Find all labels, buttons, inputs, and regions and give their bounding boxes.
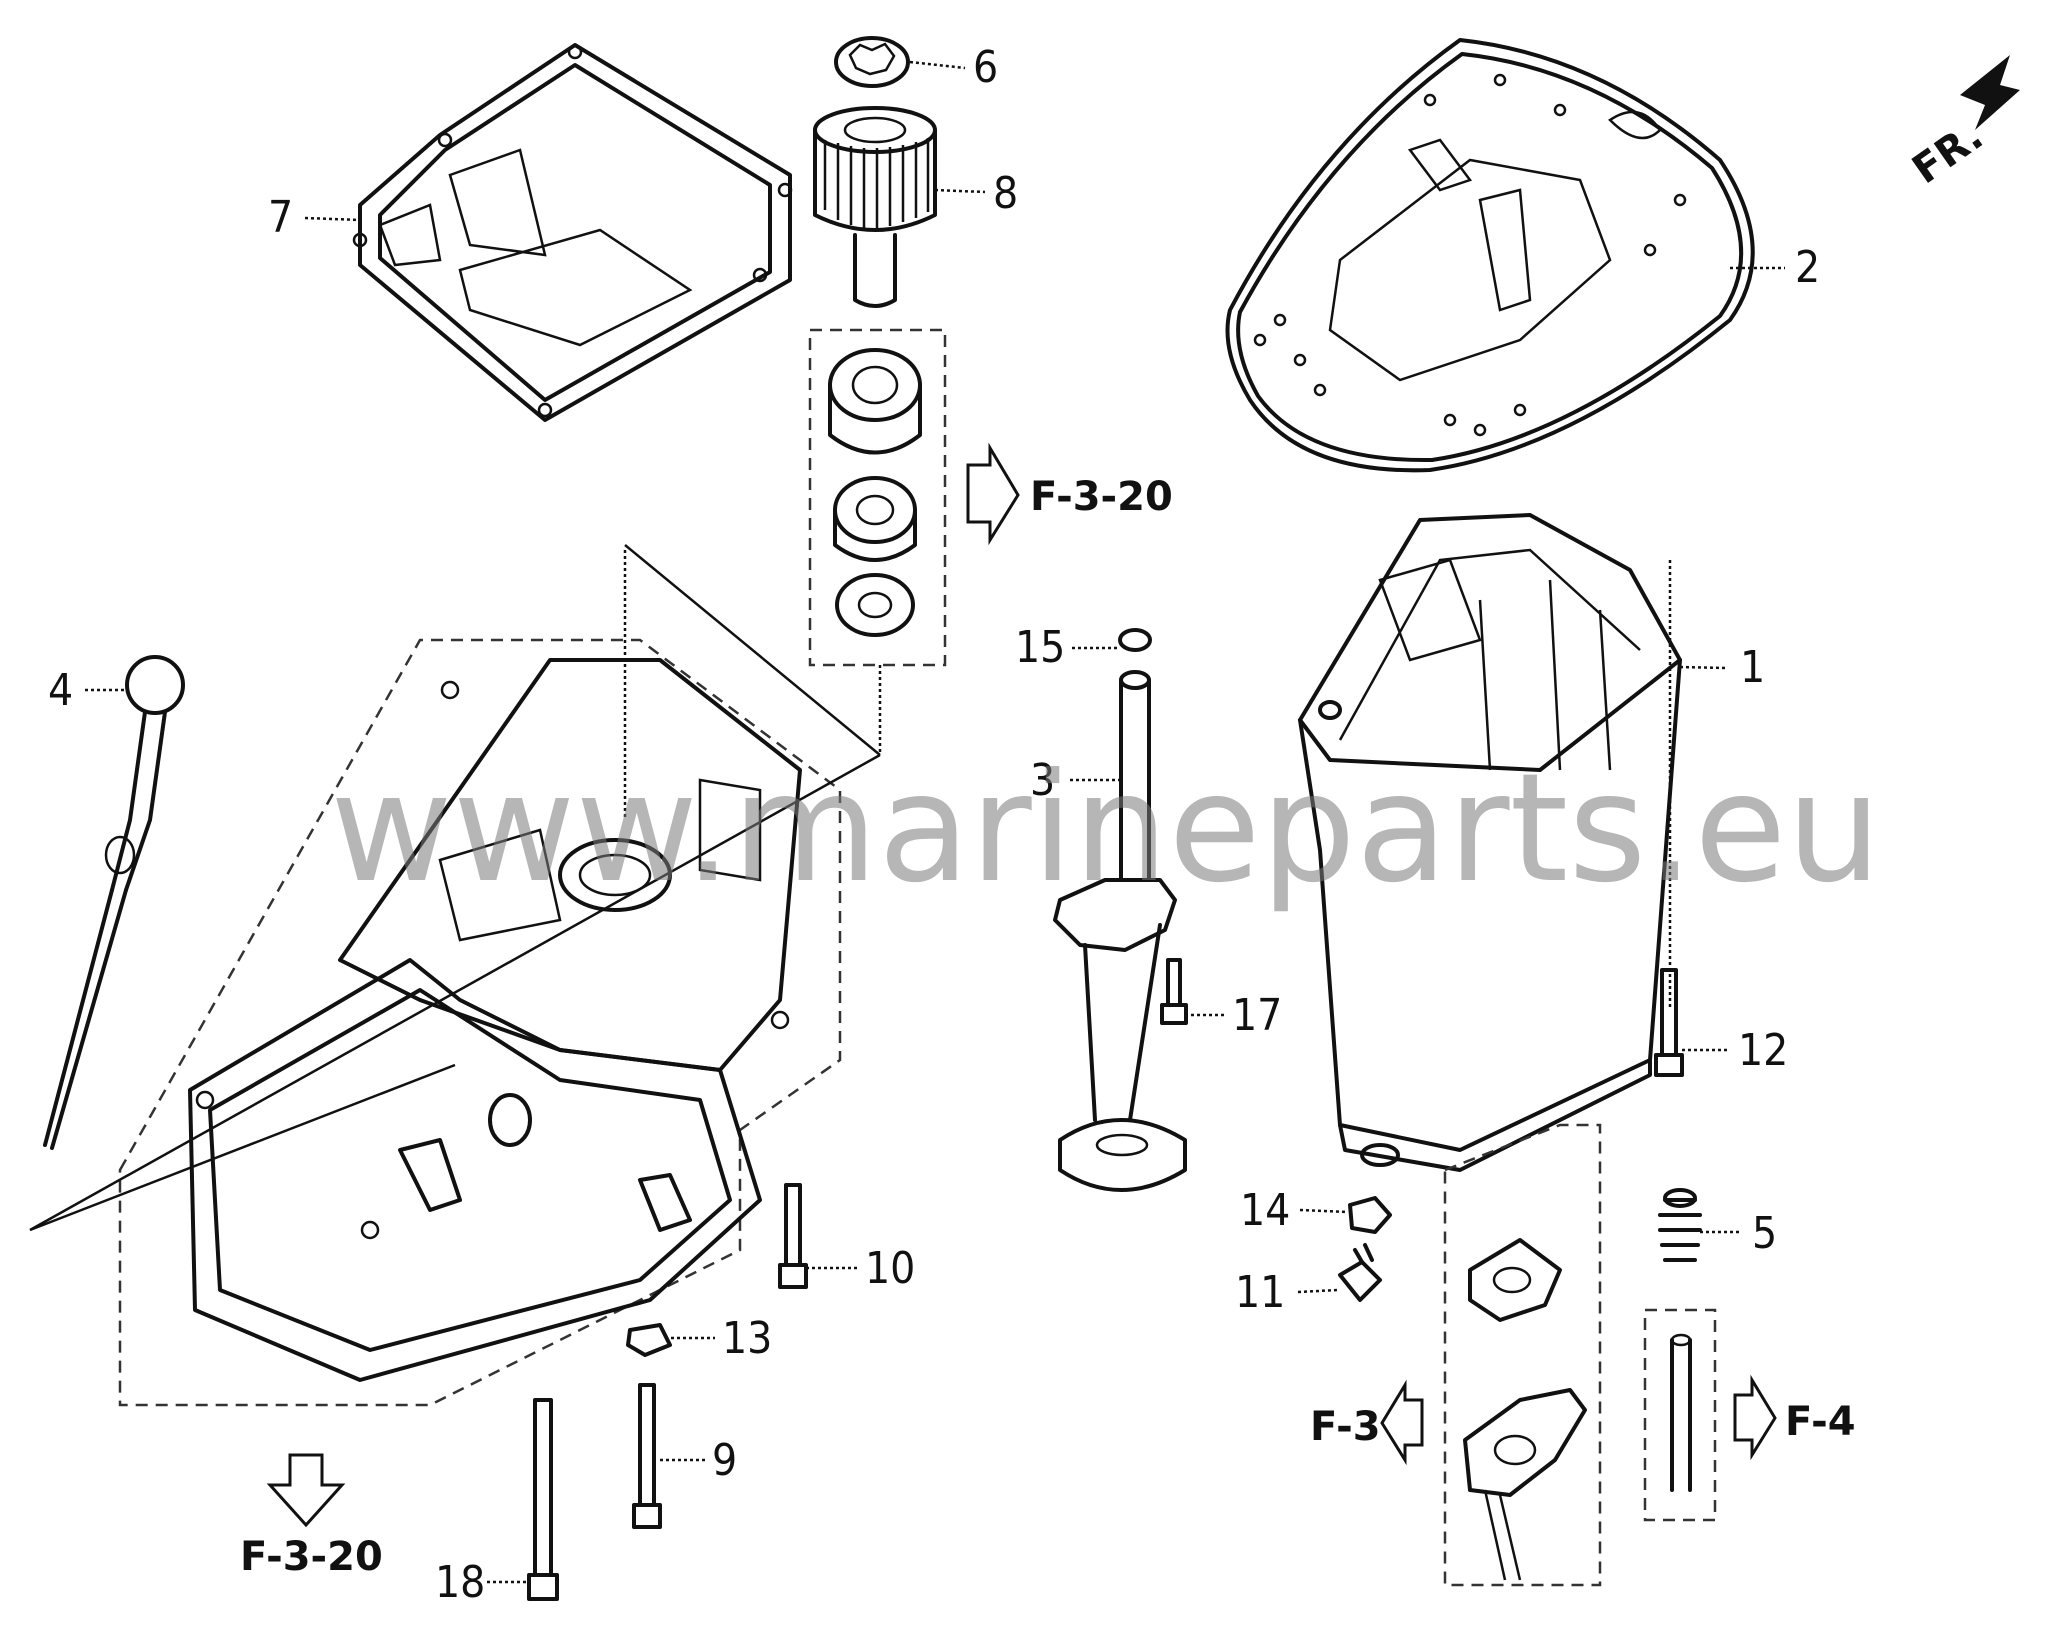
callout-11: 11 bbox=[1235, 1267, 1285, 1318]
part-10-bolt bbox=[778, 1183, 808, 1289]
part-4-dipstick bbox=[43, 655, 185, 1150]
ref-box-f4 bbox=[1643, 1308, 1717, 1522]
callout-18: 18 bbox=[435, 1557, 485, 1608]
ref-arrow-right bbox=[966, 442, 1020, 546]
part-12-bolt bbox=[1654, 968, 1684, 1077]
callout-5: 5 bbox=[1752, 1208, 1777, 1259]
callout-3: 3 bbox=[1030, 755, 1055, 806]
callout-9: 9 bbox=[712, 1435, 737, 1486]
leader-lines bbox=[85, 60, 1785, 1584]
ref-label-f-3-20-top: F-3-20 bbox=[1030, 474, 1173, 520]
part-6-washer bbox=[834, 36, 910, 88]
part-2-plate bbox=[1225, 38, 1755, 473]
ref-arrow-down bbox=[266, 1453, 346, 1528]
part-14-nut bbox=[1348, 1196, 1392, 1234]
ref-label-f-3: F-3 bbox=[1310, 1404, 1381, 1450]
callout-13: 13 bbox=[722, 1313, 772, 1364]
part-1-oil-case bbox=[1298, 513, 1682, 1172]
ref-label-f-3-20-bottom: F-3-20 bbox=[240, 1534, 383, 1580]
part-9-bolt bbox=[632, 1383, 662, 1529]
callout-10: 10 bbox=[865, 1243, 915, 1294]
callout-15: 15 bbox=[1015, 622, 1065, 673]
callout-1: 1 bbox=[1740, 642, 1765, 693]
callout-6: 6 bbox=[973, 42, 998, 93]
callout-4: 4 bbox=[48, 665, 73, 716]
callout-12: 12 bbox=[1738, 1025, 1788, 1076]
part-18-bolt bbox=[527, 1398, 559, 1601]
callout-2: 2 bbox=[1795, 242, 1820, 293]
callout-14: 14 bbox=[1240, 1185, 1290, 1236]
part-3-shaft bbox=[1053, 670, 1187, 1192]
part-17-bolt bbox=[1160, 958, 1188, 1025]
part-7-gasket bbox=[352, 43, 793, 422]
part-8-gear bbox=[813, 106, 937, 308]
ref-arrow-right-f4 bbox=[1733, 1374, 1777, 1461]
callout-8: 8 bbox=[993, 168, 1018, 219]
direction-arrow-icon bbox=[1960, 55, 2020, 130]
ref-box-f3 bbox=[1443, 1123, 1602, 1587]
part-13-nut bbox=[626, 1323, 672, 1357]
callout-17: 17 bbox=[1232, 990, 1282, 1041]
main-case bbox=[29, 544, 882, 1407]
part-5-spring bbox=[1658, 1188, 1702, 1262]
part-15-seal bbox=[1118, 628, 1152, 652]
watermark: www.marineparts.eu bbox=[330, 742, 1882, 916]
bearing-group bbox=[808, 328, 947, 667]
part-11-fitting bbox=[1338, 1243, 1382, 1302]
ref-label-f-4: F-4 bbox=[1785, 1399, 1856, 1445]
callout-7: 7 bbox=[268, 192, 293, 243]
ref-arrow-left-f3 bbox=[1380, 1379, 1424, 1466]
